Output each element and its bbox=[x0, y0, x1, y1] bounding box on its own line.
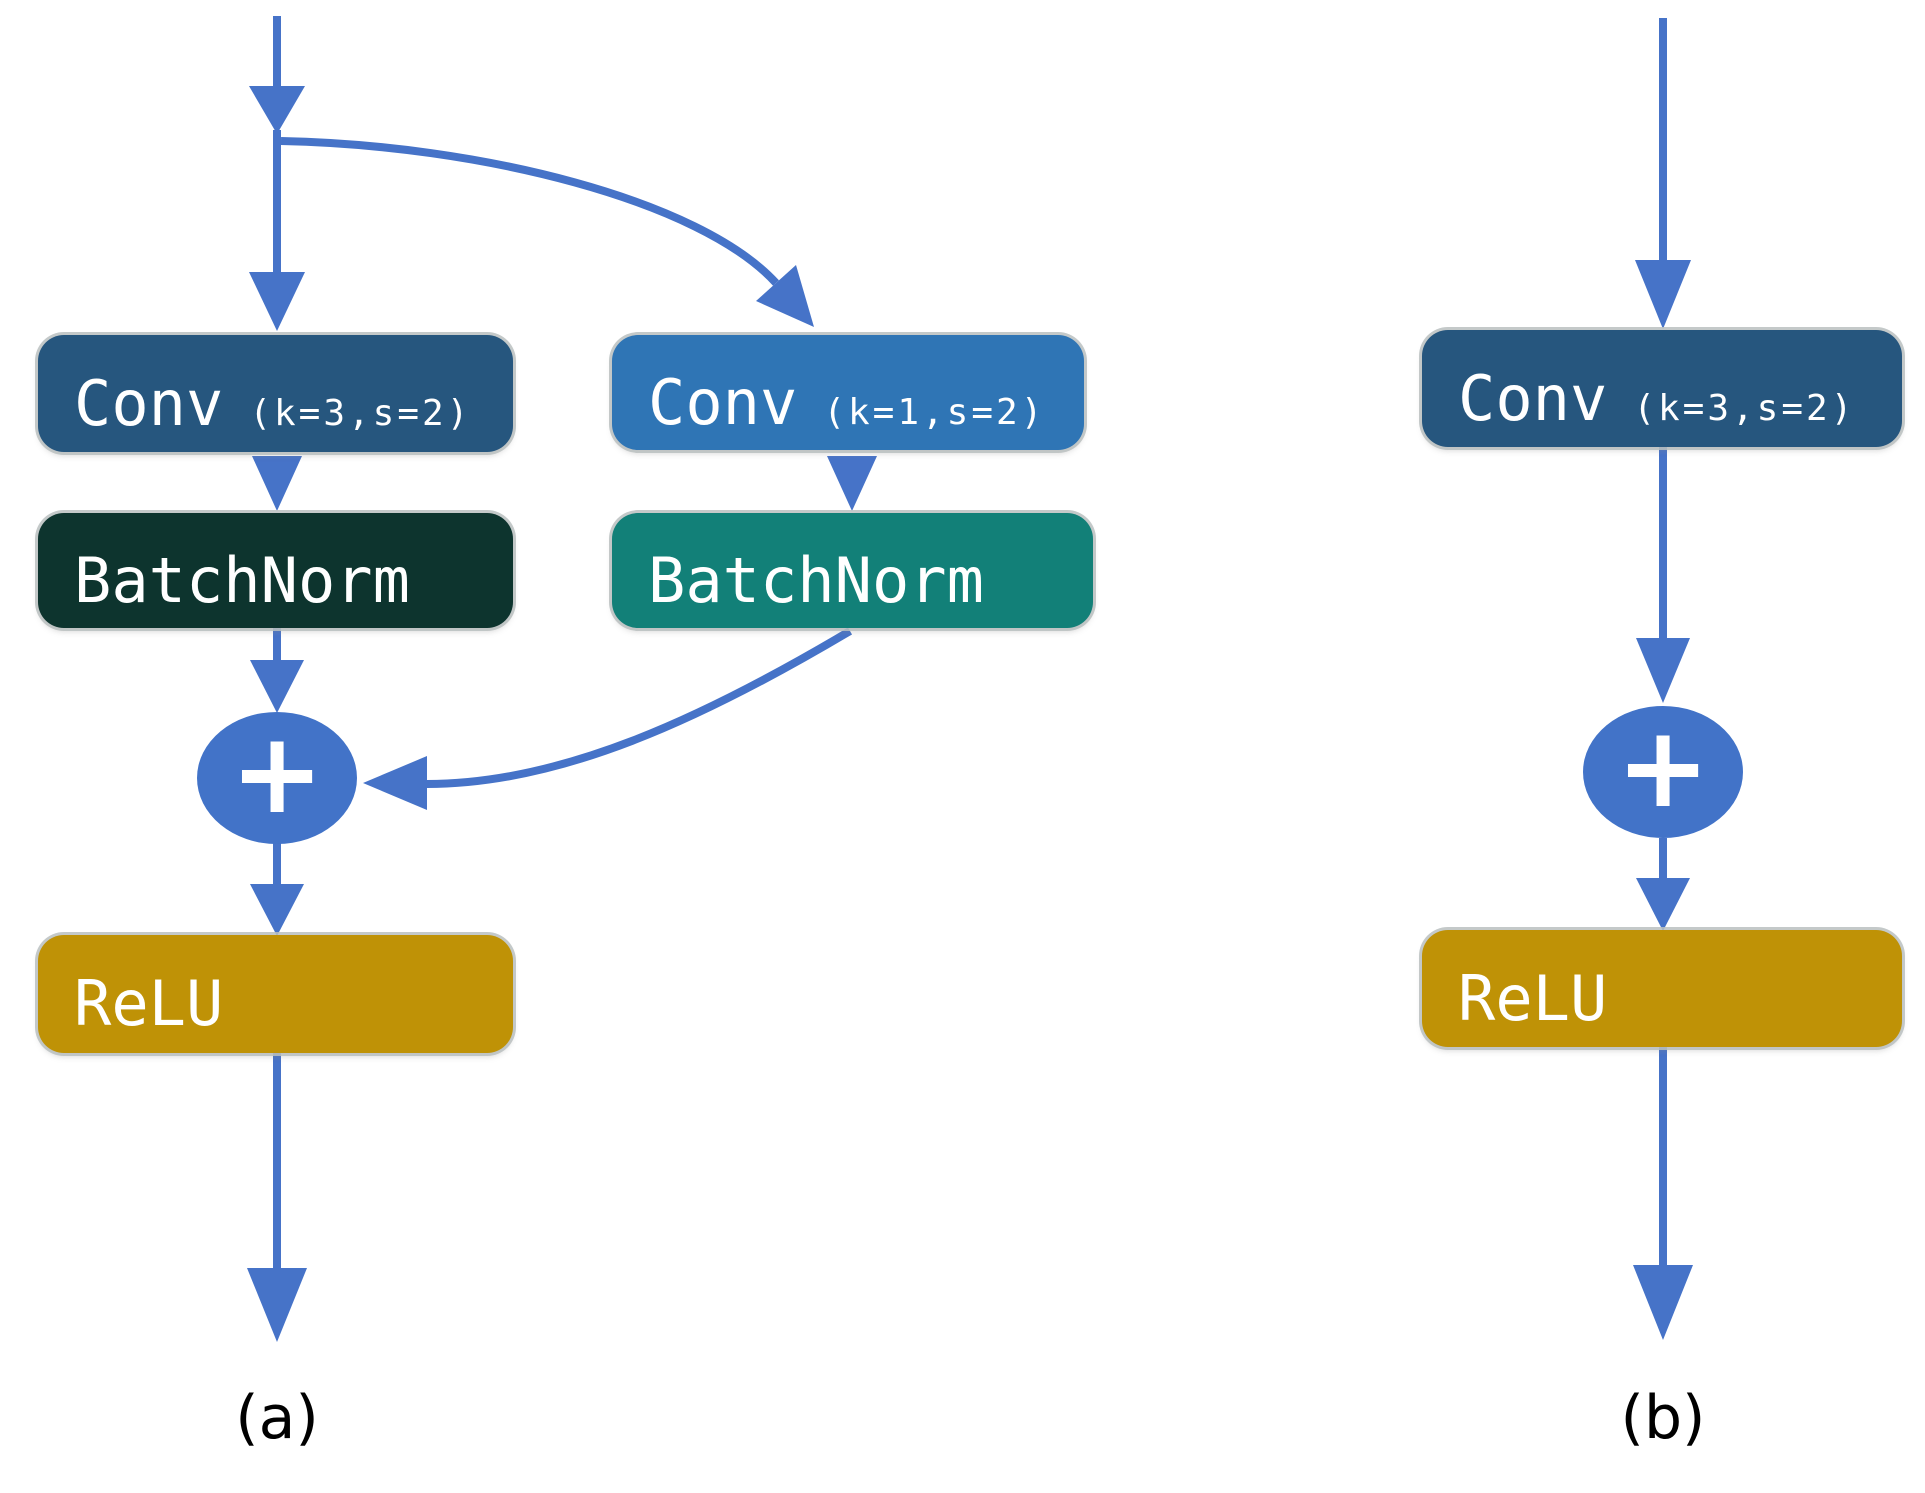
add-to-relu-arrow-a bbox=[250, 843, 304, 936]
batchnorm-block-main-a: BatchNorm bbox=[38, 513, 513, 628]
conv-params: (k=1,s=2) bbox=[823, 391, 1046, 433]
relu-block-a: ReLU bbox=[38, 935, 513, 1053]
add-to-relu-arrow-b bbox=[1636, 838, 1690, 931]
batchnorm-label: BatchNorm bbox=[74, 543, 410, 617]
caption-a: (a) bbox=[235, 1383, 319, 1453]
batchnorm-label: BatchNorm bbox=[648, 543, 984, 617]
input-arrow-b bbox=[1635, 18, 1691, 329]
conv-params: (k=3,s=2) bbox=[1633, 387, 1856, 429]
add-node-a: + bbox=[197, 712, 357, 844]
conv-label: Conv bbox=[1458, 361, 1608, 435]
conv-to-batchnorm-arrow-a bbox=[252, 456, 302, 511]
caption-b: (b) bbox=[1620, 1383, 1706, 1453]
conv-params: (k=3,s=2) bbox=[249, 392, 472, 434]
relu-label: ReLU bbox=[1458, 961, 1608, 1035]
conv-label: Conv bbox=[74, 366, 224, 440]
conv-block-b: Conv (k=3,s=2) bbox=[1422, 330, 1902, 447]
skip-return-arrow bbox=[363, 627, 853, 810]
batchnorm-to-add-arrow-a bbox=[250, 628, 304, 713]
relu-block-b: ReLU bbox=[1422, 930, 1902, 1047]
output-arrow-a bbox=[247, 1053, 307, 1342]
conv-label: Conv bbox=[648, 365, 798, 439]
skip-branch-arrow bbox=[280, 137, 814, 327]
batchnorm-block-shortcut-a: BatchNorm bbox=[612, 513, 1093, 628]
relu-label: ReLU bbox=[74, 967, 224, 1040]
conv-to-add-arrow-b bbox=[1636, 447, 1690, 703]
plus-icon: + bbox=[1616, 703, 1710, 833]
input-arrow-a bbox=[249, 16, 305, 331]
add-node-b: + bbox=[1583, 706, 1743, 838]
plus-icon: + bbox=[230, 709, 324, 839]
output-arrow-b bbox=[1633, 1047, 1693, 1340]
convshortcut-to-batchnorm-arrow bbox=[827, 456, 877, 511]
conv-block-shortcut-a: Conv (k=1,s=2) bbox=[612, 335, 1084, 450]
conv-block-main-a: Conv (k=3,s=2) bbox=[38, 335, 513, 452]
